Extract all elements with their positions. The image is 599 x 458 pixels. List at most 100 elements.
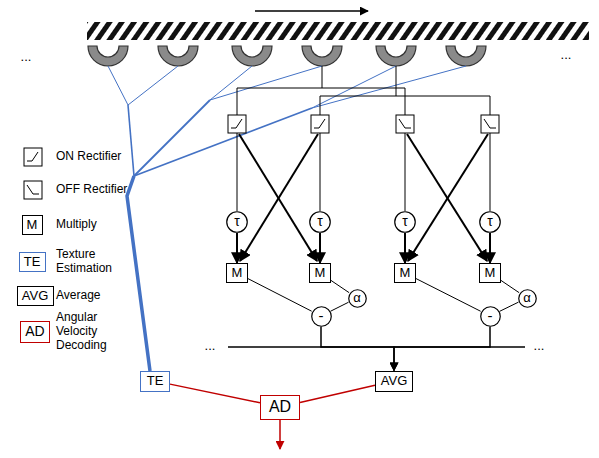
legend-multiply-box: M <box>22 215 43 235</box>
photoreceptors <box>88 46 486 66</box>
connector <box>236 233 238 263</box>
legend-average-box: AVG <box>17 286 54 306</box>
off-rectifier <box>481 115 499 133</box>
node-text: M <box>400 266 411 280</box>
connector <box>501 280 519 292</box>
circle-shape <box>310 212 331 233</box>
subtract-circle: - <box>311 306 332 327</box>
node-text: - <box>319 308 324 325</box>
on-rectifier <box>228 115 246 133</box>
node-text: τ <box>402 214 408 229</box>
connector <box>319 233 321 263</box>
legend-text: Texture Estimation <box>56 248 122 276</box>
node-text: M <box>27 218 38 232</box>
node-text: τ <box>317 214 323 229</box>
photoreceptor <box>88 46 128 66</box>
circle-shape <box>480 306 500 326</box>
connector <box>394 327 490 371</box>
node-text: τ <box>487 214 493 229</box>
node-text: α <box>353 291 361 305</box>
weight-circle: α <box>518 289 537 308</box>
connector <box>499 302 518 311</box>
legend-on-rectifier <box>24 148 42 166</box>
connector <box>330 302 348 311</box>
circle-shape <box>227 212 248 233</box>
photoreceptor <box>446 46 486 66</box>
rectifiers <box>24 115 499 199</box>
connector <box>404 233 406 263</box>
legend-texture-box: TE <box>19 252 46 272</box>
legend-text: Angular Velocity Decoding <box>56 311 118 352</box>
node-text: M <box>232 266 243 280</box>
ellipsis-label: ... <box>21 50 32 63</box>
delay-circle: τ <box>479 211 501 233</box>
photoreceptor <box>158 46 198 66</box>
on-rectifier-symbol <box>314 119 325 128</box>
legend-decoding-box: AD <box>20 321 50 343</box>
legend-text: Multiply <box>56 218 97 232</box>
delay-circle: τ <box>394 211 416 233</box>
grating-ground <box>87 22 589 40</box>
legend-text: Average <box>56 289 100 303</box>
legend-text: ON Rectifier <box>56 150 121 164</box>
decoding-box: AD <box>260 395 300 420</box>
motion-arrow <box>255 10 368 12</box>
connector <box>321 327 394 371</box>
node-text: M <box>485 266 496 280</box>
circle-shape <box>395 212 416 233</box>
circle-shape <box>348 289 366 307</box>
connector <box>300 385 375 402</box>
node-text: AD <box>269 398 291 416</box>
circle-shape <box>480 212 501 233</box>
off-rectifier-symbol <box>399 119 411 128</box>
photoreceptor <box>302 46 342 66</box>
node-text: TE <box>147 374 164 388</box>
node-text: AD <box>25 324 44 339</box>
texture-box: TE <box>140 371 170 392</box>
multiply-box: M <box>226 263 248 283</box>
texture-pathway <box>108 66 466 371</box>
receptor-wires <box>237 66 490 115</box>
connector <box>489 233 491 263</box>
delay-circle: τ <box>226 211 248 233</box>
weight-circle: α <box>348 289 367 308</box>
on-rectifier-symbol <box>231 119 242 128</box>
node-text: α <box>523 291 531 305</box>
output-arrow <box>279 420 281 449</box>
legend-text: OFF Rectifier <box>56 183 127 197</box>
multiply-box: M <box>394 263 416 283</box>
on-rectifier-symbol <box>27 152 38 161</box>
legend-off-rectifier <box>24 181 42 199</box>
circle-shape <box>311 306 331 326</box>
node-text: - <box>488 308 493 325</box>
node-text: τ <box>234 214 240 229</box>
connector <box>170 384 260 403</box>
connector <box>416 279 481 312</box>
ellipsis-label: ... <box>205 339 216 352</box>
multiply-box: M <box>479 263 501 283</box>
node-text: AVG <box>381 374 408 388</box>
average-box: AVG <box>375 371 413 392</box>
ellipsis-label: ... <box>534 339 545 352</box>
ellipsis-label: ... <box>561 48 572 61</box>
photoreceptor <box>376 46 416 66</box>
multiply-box: M <box>309 263 331 283</box>
node-text: TE <box>24 255 41 269</box>
photoreceptor <box>232 46 272 66</box>
moving-grating <box>87 22 589 40</box>
cross-arrows <box>239 134 488 261</box>
subtract-circle: - <box>480 306 501 327</box>
connector <box>331 280 349 292</box>
delay-circle: τ <box>309 211 331 233</box>
connector <box>248 279 312 312</box>
circle-shape <box>518 289 536 307</box>
off-rectifier-symbol <box>27 185 39 194</box>
rectifier-wires <box>237 133 490 211</box>
off-rectifier-symbol <box>484 119 496 128</box>
node-text: AVG <box>22 289 49 303</box>
on-rectifier <box>311 115 329 133</box>
node-text: M <box>315 266 326 280</box>
off-rectifier <box>396 115 414 133</box>
